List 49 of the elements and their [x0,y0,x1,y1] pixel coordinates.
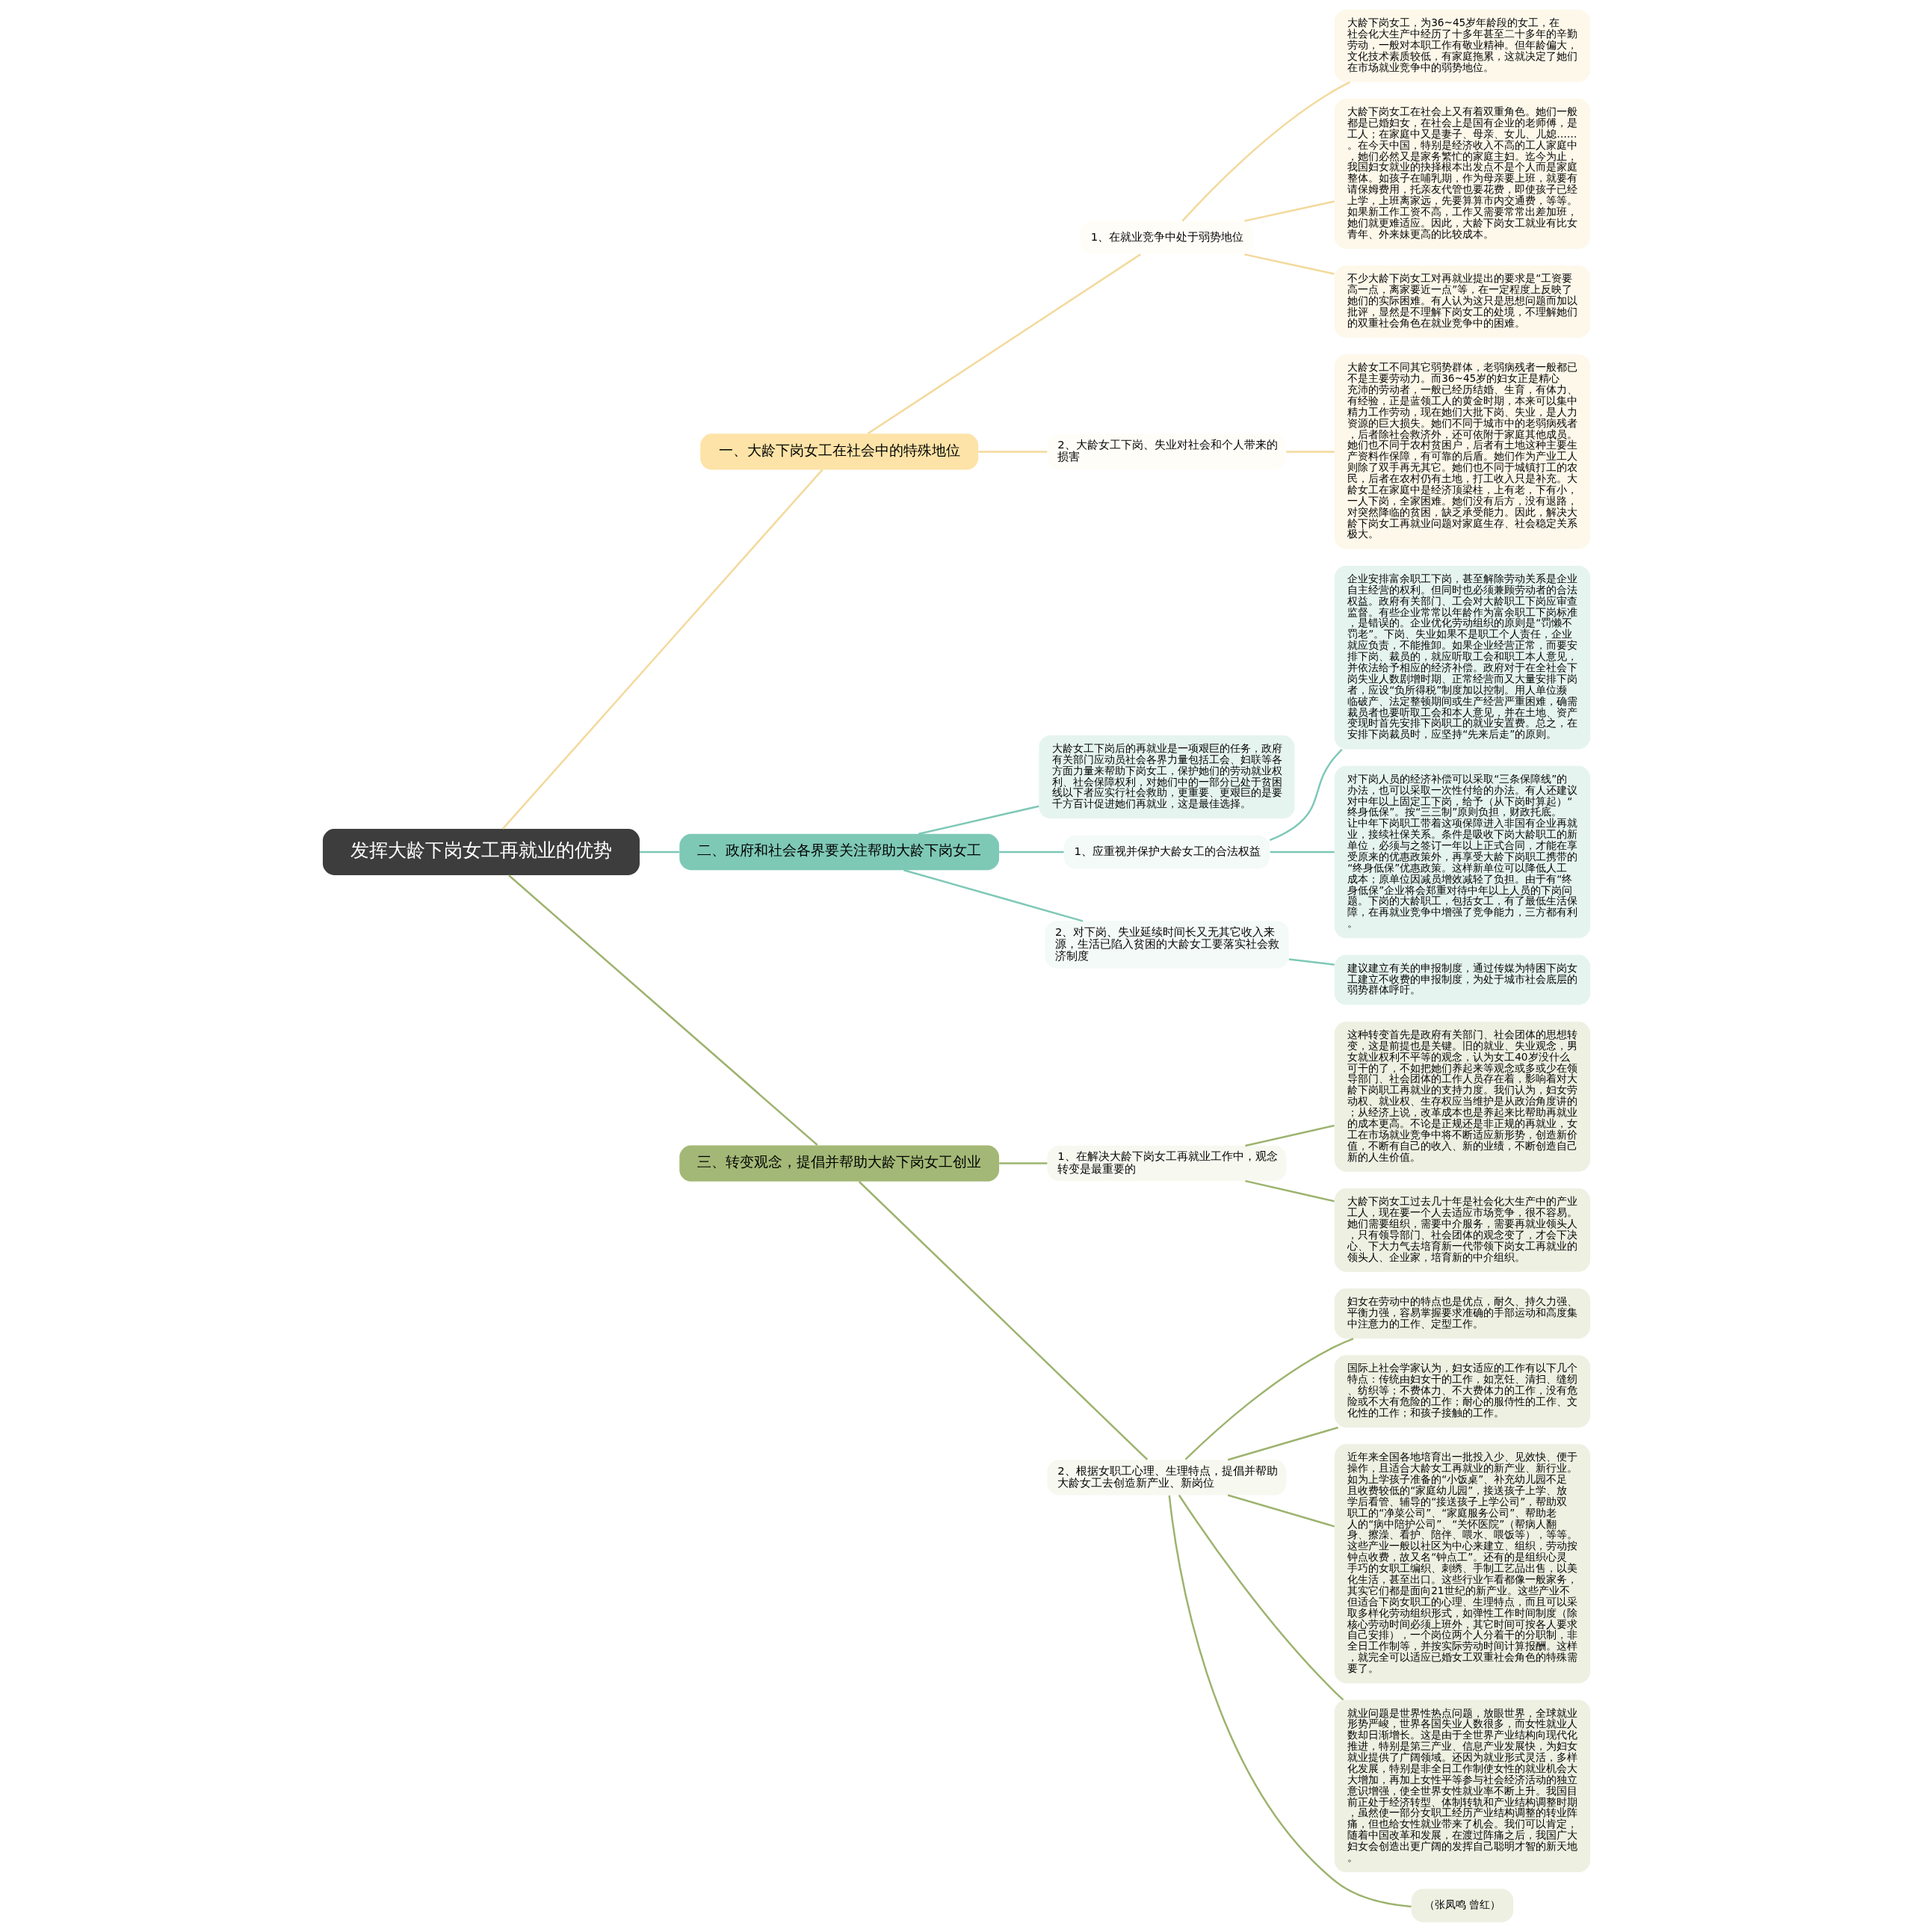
node-box: 发挥大龄下岗女工再就业的优势 [322,829,640,875]
node-box: 大龄女工下岗后的再就业是一项艰巨的任务，政府有关部门应动员社会各界力量包括工会、妇联等各方面力量来帮助下岗女工，保护她们的劳动就业权利、社会保障权利，对她们中的一部分已处于贫困线以下者应实行社会救助，更重要、更艰巨的是要千方百计促进她们再就业，这是最佳选择。 [1039,735,1295,819]
connector [1245,1124,1335,1147]
connector [999,1162,1048,1164]
connector [1227,1426,1338,1461]
connector [1244,200,1335,222]
connector [1178,1494,1344,1701]
connector [999,851,1064,854]
connector [1181,81,1350,222]
node-box: 对下岗人员的经济补偿可以采取“三条保障线”的办法，也可以采取一次性付给的办法。有人还建议对中年以上固定工下岗，给予（从下岗时算起）“终身低保”。按“三三制”原则负担，财政托底。让中年下岗职工带着这项保障进入非国有企业再就业，接续社保关系。条件是吸收下岗大龄职工的新单位，必须与之签订一年以上正式合同，才能在享受原来的优惠政策外，再享受大龄下岗职工携带的“终身低保”优惠政策。这样新单位可以降低人工成本；原单位因减员增效减轻了负担。由于有“终身低保”企业将会郑重对待中年以上人员的下岗问题。下岗的大龄职工，包括女工，有了最低生活保障，在再就业竞争中增强了竞争能力，三方都有利。 [1334,765,1591,939]
node-box: 一、大龄下岗女工在社会中的特殊地位 [700,433,979,470]
node-box: 1、在就业竞争中处于弱势地位 [1081,220,1253,255]
node-box: 这种转变首先是政府有关部门、社会团体的思想转变，这是前提也是关键。旧的就业、失业观念，男女就业权利不平等的观念，认为女工40岁没什么可干的了，不如把她们养起来等观念或多或少在领导部门、社会团体的工作人员存在着，影响着对大龄下岗职工再就业的支持力度。我们认为，妇女劳动权、就业权、生存权应当维护是从政治角度讲的；从经济上说，改革成本也是养起来比帮助再就业的成本更高。不论是正规还是非正规的再就业，女工在市场就业竞争中将不断适应新形势，创造新价值，不断有自己的收入、新的业绩，不断创造自己新的人生价值。 [1334,1021,1591,1172]
node-box: 2、大龄女工下岗、失业对社会和个人带来的损害 [1047,433,1287,469]
connector [1288,958,1335,966]
connector [1286,451,1335,453]
connector [1168,1495,1412,1908]
connector [640,851,679,854]
node-box: 1、应重视并保护大龄女工的合法权益 [1063,835,1270,869]
node-box: 2、对下岗、失业延续时间长又无其它收入来源，生活已陷入贫困的大龄女工要落实社会救济制度 [1045,921,1289,969]
node-box: 企业安排富余职工下岗，甚至解除劳动关系是企业自主经营的权利。但同时也必须兼顾劳动者的合法权益。政府有关部门、工会对大龄职工下岗应审查监督。有些企业常常以年龄作为富余职工下岗标准，是错误的。企业优化劳动组织的原则是“罚懒不罚老”。下岗、失业如果不是职工个人责任，企业就应负责，不能推卸。如果企业经营正常，而要安排下岗、裁员的，就应听取工会和职工本人意见，并依法给予相应的经济补偿。政府对于在全社会下岗失业人数剧增时期、正常经营而又大量安排下岗者，应设“负所得税”制度加以控制。用人单位濒临破产、法定整顿期间或生产经营严重困难，确需裁员者也要听取工会和本人意见，并在土地、资产变现时首先安排下岗职工的就业安置费。总之，在安排下岗裁员时，应坚持“先来后走”的原则。 [1334,565,1591,750]
node-box: 妇女在劳动中的特点也是优点，耐久、持久力强、平衡力强，容易掌握要求准确的手部运动和高度集中注意力的工作、定型工作。 [1334,1288,1591,1339]
connector [903,869,1084,922]
node-box: 大龄女工不同其它弱势群体，老弱病残者一般都已不是主要劳动力。而36~45岁的妇女正是精心充沛的劳动者，一般已经历结婚、生育，有体力、有经验，正是蓝领工人的黄金时期，本来可以集中精力工作劳动，现在她们大批下岗、失业，是人力资源的巨大损失。她们不同于城市中的老弱病残者，后者除社会救济外，还可依附于家庭其他成员。她们也不同于农村贫困户，后者有土地这种主要生产资料作保障，有可靠的后盾。她们作为产业工人则除了双手再无其它。她们也不同于城镇打工的农民，后者在农村仍有土地，打工收入只是补充。大龄女工在家庭中是经济顶梁柱，上有老，下有小，一人下岗，全家困难。她们没有后方，没有退路，对突然降临的贫困，缺乏承受能力。因此，解决大龄下岗女工再就业问题对家庭生存、社会稳定关系极大。 [1334,354,1591,549]
node-box: 不少大龄下岗女工对再就业提出的要求是“工资要高一点，离家要近一点”等，在一定程度上反映了她们的实际困难。有人认为这只是思想问题而加以批评，显然是不理解下岗女工的处境，不理解她们的双重社会角色在就业竞争中的困难。 [1334,265,1591,338]
connector [508,874,818,1146]
connector [1245,1179,1335,1203]
node-box: 大龄下岗女工在社会上又有着双重角色。她们一般都是已婚妇女，在社会上是国有企业的老师傅，是工人；在家庭中又是妻子、母亲、女儿、儿媳……。在今天中国，特别是经济收入不高的工人家庭中，她们必然又是家务繁忙的家庭主妇。迄今为止，我国妇女就业的抉择根本出发点不是个人而是家庭整体。如孩子在哺乳期，作为母亲要上班，就要有请保姆费用，托亲友代管也要花费，即使孩子已经上学，上班离家远，先要算算市内交通费，等等。如果新工作工资不高，工作又需要常常出差加班，她们就更难适应。因此，大龄下岗女工就业有比女青年、外来妹更高的比较成本。 [1334,99,1591,249]
connector [1270,851,1335,854]
node-box: 国际上社会学家认为，妇女适应的工作有以下几个特点：传统由妇女干的工作，如烹饪、清扫、缝纫、纺织等；不费体力、不大费体力的工作，没有危险或不大有危险的工作；耐心的服侍性的工作、文化性的工作；和孩子接触的工作。 [1334,1355,1591,1428]
node-box: 2、根据女职工心理、生理特点，提倡并帮助大龄女工去创造新产业、新岗位 [1047,1460,1287,1496]
connector [918,805,1039,836]
node-box: 1、在解决大龄下岗女工再就业工作中，观念转变是最重要的 [1047,1146,1287,1182]
node-box: （张凤鸣 曾红） [1411,1889,1514,1922]
node-box: 近年来全国各地培育出一批投入少、见效快、便于操作，且适合大龄女工再就业的新产业、新行业。如为上学孩子准备的“小饭桌”、补充幼儿园不足且收费较低的“家庭幼儿园”，接送孩子上学、放学后看管、辅导的“接送孩子上学公司”，帮助双职工的“净菜公司”、“家庭服务公司”、帮助老人的“病中陪护公司”、“关怀医院”（帮病人翻身、擦澡、看护、陪伴、喂水、喂饭等），等等。这些产业一般以社区为中心来建立、组织，劳动按钟点收费，故又名“钟点工”。还有的是组织心灵手巧的女职工编织、刺绣、手制工艺品出售，以美化生活，甚至出口。这些行业乍看都像一般家务，其实它们都是面向21世纪的新产业。这些产业不但适合下岗女职工的心理、生理特点，而且可以采取多样化劳动组织形式，如弹性工作时间制度（除核心劳动时间必须上班外，其它时间可按各人要求自己安排），一个岗位两个人分着干的分职制，非全日工作制等，并按实际劳动时间计算报酬。这样，就完全可以适应已婚女工双重社会角色的特殊需要了。 [1334,1444,1591,1684]
connector [867,253,1141,434]
connector [501,469,823,830]
connector [1227,1494,1335,1528]
connector [1184,1337,1354,1460]
node-box: 二、政府和社会各界要关注帮助大龄下岗女工 [679,833,1000,871]
node-box: 大龄下岗女工，为36~45岁年龄段的女工，在社会化大生产中经历了十多年甚至二十多年的辛勤劳动，一般对本职工作有敬业精神。但年龄偏大，文化技术素质较低，有家庭拖累，这就决定了她们在市场就业竞争中的弱势地位。 [1334,10,1591,82]
node-box: 就业问题是世界性热点问题，放眼世界，全球就业形势严峻，世界各国失业人数很多，而女性就业人数却日渐增长。这是由于全世界产业结构向现代化推进，特别是第三产业、信息产业发展快，为妇女就业提供了广阔领域。还因为就业形式灵活，多样化发展，特别是非全日工作制使女性的就业机会大大增加，再加上女性平等参与社会经济活动的独立意识增强，使全世界女性就业率不断上升。我国目前正处于经济转型、体制转轨和产业结构调整时期，虽然使一部分女职工经历产业结构调整的转业阵痛，但也给女性就业带来了机会。我们可以肯定，随着中国改革和发展，在渡过阵痛之后，我国广大妇女会创造出更广阔的发挥自己聪明才智的新天地。 [1334,1700,1591,1873]
connector [978,451,1048,453]
connector [1244,253,1335,275]
node-box: 建议建立有关的申报制度，通过传媒为特困下岗女工建立不收费的申报制度，为处于城市社会底层的弱势群体呼吁。 [1334,954,1591,1005]
node-box: 三、转变观念，提倡并帮助大龄下岗女工创业 [679,1145,1000,1182]
connector [858,1181,1149,1460]
node-box: 大龄下岗女工过去几十年是社会化大生产中的产业工人，现在要一个人去适应市场竞争，很不容易。她们需要组织，需要中介服务，需要再就业领头人，只有领导部门、社会团体的观念变了，才会下决心、下大力气去培育新一代带领下岗女工再就业的领头人、企业家，培育新的中介组织。 [1334,1188,1591,1272]
connector [1269,748,1343,842]
